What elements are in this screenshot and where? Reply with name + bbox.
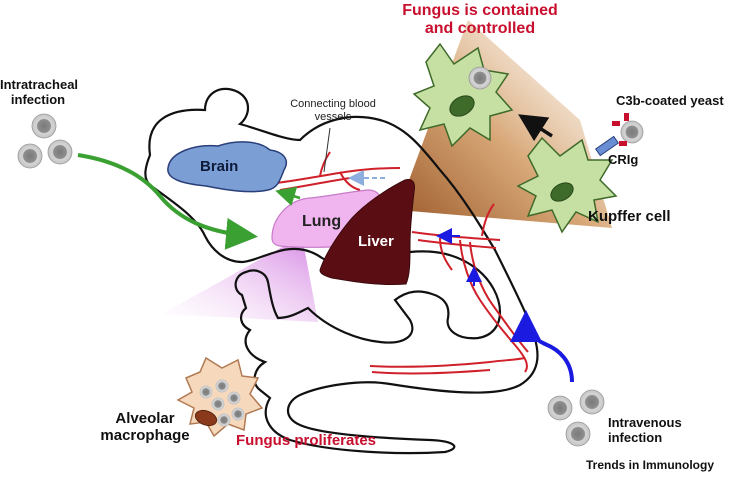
yeast-cell-proliferating	[211, 397, 225, 411]
c3b-yeast-label: C3b-coated yeast	[616, 93, 724, 108]
c3b-marker-2	[612, 121, 620, 126]
intravenous-label-line1: Intravenous	[608, 415, 682, 430]
yeast-cell-intravenous	[565, 421, 591, 447]
contained-label-line1: Fungus is contained	[402, 2, 558, 19]
proliferates-label: Fungus proliferates	[236, 432, 377, 449]
macrophage-nucleus	[194, 409, 218, 427]
liver-label: Liver	[358, 233, 394, 250]
c3b-marker-3	[619, 141, 627, 146]
yeast-cell-proliferating	[215, 379, 229, 393]
kupffer-cell-upper	[412, 42, 514, 148]
crig-label: CRIg	[608, 152, 639, 167]
crig-receptor	[594, 135, 620, 157]
connecting-label-line2: vessels	[314, 110, 352, 123]
containment-arrow	[518, 114, 553, 142]
intravenous-label-line2: infection	[608, 429, 663, 445]
contained-label-line2: and controlled	[424, 20, 536, 38]
kupffer-label: Kupffer cell	[588, 208, 671, 225]
yeast-cell-proliferating	[217, 413, 231, 427]
intratracheal-arrow	[77, 153, 258, 250]
intravenous-arrow	[510, 310, 574, 383]
intratracheal-label-line2: infection	[10, 91, 66, 107]
yeast-cell-proliferating	[227, 391, 241, 405]
yeast-cell-intratracheal	[31, 113, 57, 139]
yeast-cell-intratracheal	[17, 143, 43, 169]
c3b-marker-1	[624, 113, 629, 121]
alveolar-label-line1: Alveolar	[115, 410, 175, 427]
yeast-cell-engulfed	[468, 66, 492, 90]
lung-to-brain-arrow	[275, 186, 301, 206]
brain-organ	[167, 141, 288, 193]
brain-label: Brain	[200, 158, 239, 175]
lung-label: Lung	[302, 213, 342, 230]
intratracheal-label-line1: Intratracheal	[0, 77, 79, 92]
yeast-cell-proliferating	[231, 407, 245, 421]
yeast-cell-proliferating	[199, 385, 213, 399]
yeast-cell-intratracheal	[47, 139, 73, 165]
liver-organ	[319, 179, 415, 286]
connecting-label-line1: Connecting blood	[290, 98, 376, 110]
alveolar-label-line2: macrophage	[100, 427, 190, 445]
c3b-coated-yeast	[620, 120, 644, 144]
kupffer-nucleus-upper	[449, 95, 475, 117]
yeast-cell-intravenous	[547, 395, 573, 421]
connecting-vessels-pointer	[323, 127, 331, 173]
kupffer-nucleus-lower	[550, 182, 574, 202]
yeast-cell-intravenous	[579, 389, 605, 415]
source-label: Trends in Immunology	[586, 458, 715, 472]
zoom-beam-lung	[162, 236, 318, 322]
